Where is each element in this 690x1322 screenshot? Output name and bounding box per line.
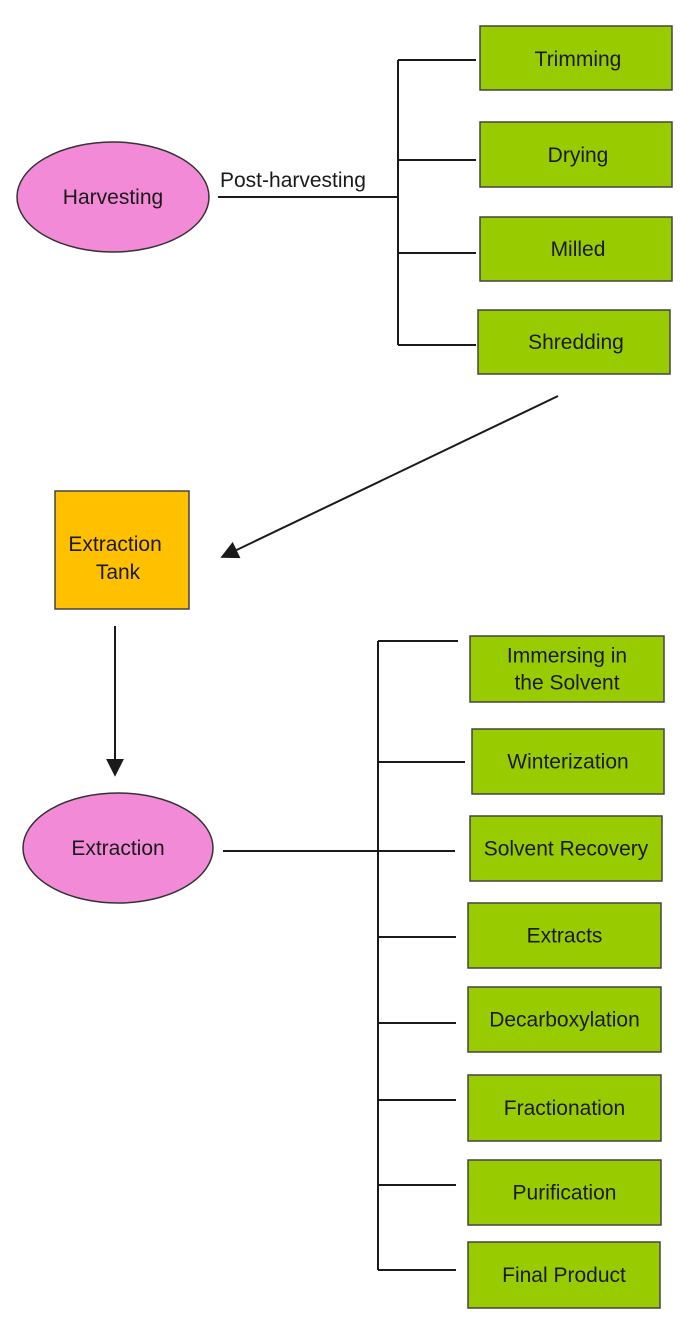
extraction-step: Decarboxylation — [467, 986, 662, 1053]
step-label: Drying — [548, 144, 609, 167]
step-box — [479, 121, 673, 188]
step-box — [467, 986, 662, 1053]
extraction-step: Solvent Recovery — [469, 815, 663, 882]
step-label-line: Purification — [513, 1182, 617, 1205]
step-label: Decarboxylation — [489, 1009, 640, 1032]
harvesting-ellipse — [16, 141, 210, 253]
step-box — [471, 728, 665, 795]
extraction-tank-box — [54, 490, 190, 610]
extraction-step: Extracts — [467, 902, 662, 969]
extraction-tank-label-line: Extraction — [68, 533, 161, 556]
step-label-line: the Solvent — [514, 672, 619, 695]
step-label: Purification — [513, 1182, 617, 1205]
extraction-tank-label-line: Tank — [96, 561, 141, 584]
step-box — [479, 25, 673, 91]
step-label: Trimming — [535, 48, 622, 71]
step-box — [469, 815, 663, 882]
step-box — [479, 216, 673, 282]
harvesting-label: Harvesting — [63, 186, 163, 209]
step-label: Shredding — [528, 331, 624, 354]
post-harvest-step-milled: Milled — [479, 216, 673, 282]
step-box — [467, 1159, 662, 1226]
post-harvest-step-trimming: Trimming — [479, 25, 673, 91]
post-harvest-step-shredding: Shredding — [477, 309, 671, 375]
extraction-step: Immersing in the Solvent — [469, 635, 665, 703]
step-box — [477, 309, 671, 375]
extraction-node: Extraction — [22, 792, 214, 904]
step-label: Final Product — [502, 1264, 626, 1287]
step-label-line: Fractionation — [504, 1097, 625, 1120]
step-label: Extracts — [527, 925, 603, 948]
extraction-step: Purification — [467, 1159, 662, 1226]
step-label: Milled — [551, 238, 606, 261]
extraction-tank-label: Extraction Tank — [68, 533, 167, 584]
extraction-steps: Immersing in the SolventWinterizationSolv… — [378, 635, 665, 1309]
extraction-label: Extraction — [71, 837, 164, 860]
step-box — [467, 902, 662, 969]
extraction-tank-node: Extraction Tank — [54, 490, 190, 610]
extraction-step: Fractionation — [467, 1074, 662, 1142]
step-box — [469, 635, 665, 703]
step-label-line: Immersing in — [507, 645, 627, 668]
post-harvest-step-drying: Drying — [479, 121, 673, 188]
step-label: Solvent Recovery — [484, 838, 649, 861]
arrow-to-extraction-tank — [220, 395, 559, 559]
step-box — [467, 1074, 662, 1142]
post-harvesting-label: Post-harvesting — [220, 169, 366, 192]
step-label: Immersing in the Solvent — [507, 645, 627, 695]
harvesting-node: Harvesting — [16, 141, 210, 253]
step-label: Winterization — [507, 751, 628, 774]
step-box — [467, 1241, 661, 1309]
step-label: Fractionation — [504, 1097, 625, 1120]
extraction-step: Winterization — [471, 728, 665, 795]
step-label-line: Solvent Recovery — [484, 838, 649, 861]
extraction-ellipse — [22, 792, 214, 904]
step-label-line: Extracts — [527, 925, 603, 948]
step-label-line: Final Product — [502, 1264, 626, 1287]
extraction-step: Final Product — [467, 1241, 661, 1309]
step-label-line: Winterization — [507, 751, 628, 774]
step-label-line: Decarboxylation — [489, 1009, 640, 1032]
